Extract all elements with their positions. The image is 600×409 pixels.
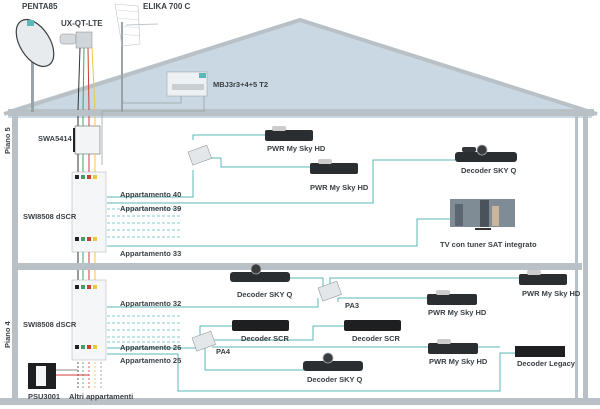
left-wall [12, 116, 18, 402]
swa5414-label: SWA5414 [38, 134, 72, 143]
decoder-legacy [515, 346, 565, 357]
switch-floor4 [71, 279, 107, 361]
skyhd-1 [265, 126, 313, 141]
skyhd-3 [519, 270, 567, 285]
roof-outline [3, 17, 598, 116]
dish-label: PENTA85 [22, 2, 58, 11]
amplifier-label: MBJ3r3+4+5 T2 [213, 80, 269, 89]
splitter-pa4 [191, 330, 216, 352]
skyhd-4 [427, 290, 477, 305]
device-label: PWR My Sky HD [429, 357, 488, 366]
decoder-scr-2 [344, 320, 401, 331]
skyq-2 [230, 263, 290, 282]
terrestrial-antenna [114, 3, 159, 112]
floor5-label: Piano 5 [3, 127, 12, 154]
ground-floor [0, 398, 600, 405]
output-label: Appartamento 40 [120, 190, 182, 199]
right-wall [583, 116, 588, 404]
psu [28, 363, 89, 389]
dish-antenna [15, 18, 55, 112]
device-label: TV con tuner SAT integrato [440, 240, 537, 249]
roof [8, 18, 592, 118]
terrestrial-label: ELIKA 700 C [143, 2, 191, 11]
tv [450, 199, 515, 230]
lnb [59, 31, 93, 49]
device-label: PWR My Sky HD [428, 308, 487, 317]
inner-right-wall [575, 116, 578, 402]
splitter-pa3 [317, 280, 342, 302]
switch-floor5-label: SWI8508 dSCR [23, 212, 77, 221]
device-label: Decoder SKY Q [237, 290, 293, 299]
floor-divider [12, 263, 582, 270]
skyq-1 [455, 144, 517, 162]
floor4-label: Piano 4 [3, 321, 12, 348]
device-label: Decoder Legacy [517, 359, 575, 368]
switch-floor4-label: SWI8508 dSCR [23, 320, 77, 329]
device-label: Decoder SKY Q [307, 375, 363, 384]
device-label: Decoder SKY Q [461, 166, 517, 175]
skyhd-2 [310, 159, 358, 174]
device-label: PWR My Sky HD [267, 144, 326, 153]
swa5414 [73, 125, 101, 155]
output-label: Appartamento 32 [120, 299, 182, 308]
splitter-label: PA3 [345, 301, 360, 310]
splitter-floor5 [187, 144, 212, 166]
splitter-label: PA4 [216, 347, 231, 356]
ceiling-floor5 [8, 109, 594, 116]
output-label: Appartamento 25 [120, 356, 182, 365]
skyq-3 [303, 352, 363, 371]
output-label: Appartamento 26 [120, 343, 182, 352]
switch-floor5 [71, 171, 107, 253]
device-label: PWR My Sky HD [522, 289, 581, 298]
lnb-label: UX-QT-LTE [61, 19, 103, 28]
psu-label: PSU3001 [28, 392, 61, 401]
device-label: Decoder SCR [352, 334, 400, 343]
output-label: Appartamento 33 [120, 249, 182, 258]
skyhd-5 [428, 339, 478, 354]
amplifier [166, 71, 208, 97]
device-label: Decoder SCR [241, 334, 289, 343]
device-label: PWR My Sky HD [310, 183, 369, 192]
other-apartments-label: Altri appartamenti [69, 392, 134, 401]
decoder-scr-1 [232, 320, 289, 331]
output-label: Appartamento 39 [120, 204, 182, 213]
